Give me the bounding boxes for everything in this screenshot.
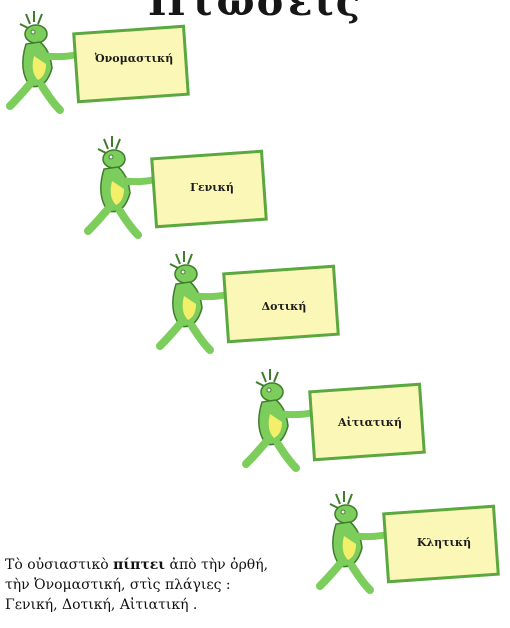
running-figure-icon (78, 135, 278, 255)
case-figure-nominative: Ὀνομαστική (0, 10, 200, 130)
running-figure-icon (0, 10, 200, 130)
case-figure-dative: Δοτική (150, 250, 350, 370)
case-label-dative: Δοτική (236, 300, 332, 313)
case-label-nominative: Ὀνομαστική (86, 52, 182, 65)
case-figure-genitive: Γενική (78, 135, 278, 255)
case-label-accusative: Αἰτιατική (322, 416, 418, 429)
caption-line-3: Γενική, Δοτική, Αἰτιατική . (5, 595, 345, 615)
caption-line-1-end: ἀπὸ τὴν ὀρθή, (165, 557, 268, 573)
caption-line-1-start: Τὸ οὐσιαστικὸ (5, 557, 113, 573)
case-label-vocative: Κλητική (396, 536, 492, 549)
caption-bold-word: πίπτει (113, 557, 165, 573)
caption-line-2: τὴν Ὀνομαστική, στὶς πλάγιες : (5, 575, 345, 595)
caption-paragraph: Τὸ οὐσιαστικὸ πίπτει ἀπὸ τὴν ὀρθή, τὴν Ὀ… (5, 555, 345, 615)
caption-line-1: Τὸ οὐσιαστικὸ πίπτει ἀπὸ τὴν ὀρθή, (5, 555, 345, 575)
case-label-genitive: Γενική (164, 181, 260, 194)
case-figure-accusative: Αἰτιατική (236, 368, 436, 488)
